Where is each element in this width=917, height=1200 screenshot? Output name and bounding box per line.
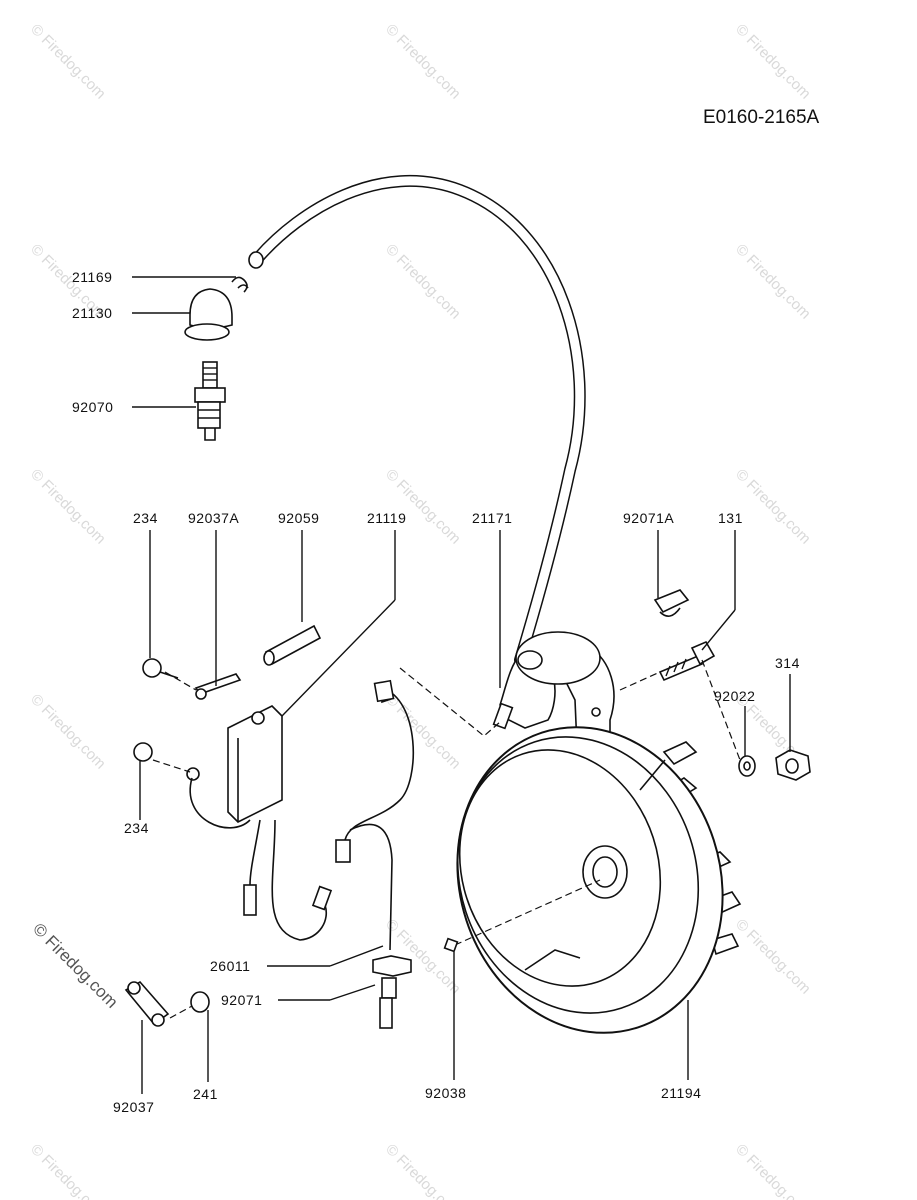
part-label-234-top: 234 bbox=[133, 510, 158, 526]
right-hardware: 92071A 131 314 92022 bbox=[619, 510, 811, 781]
watermark-prominent: © Firedog.com bbox=[29, 919, 121, 1011]
watermark: © Firedog.com bbox=[27, 21, 109, 103]
watermark-layer: © Firedog.com © Firedog.com © Firedog.co… bbox=[27, 21, 814, 1200]
ground-clip-group: 92037 241 bbox=[113, 980, 218, 1115]
watermark: © Firedog.com bbox=[732, 1141, 814, 1200]
watermark: © Firedog.com bbox=[732, 916, 814, 998]
part-label-131: 131 bbox=[718, 510, 743, 526]
part-label-241: 241 bbox=[193, 1086, 218, 1102]
flywheel-21194 bbox=[456, 726, 742, 1034]
watermark: © Firedog.com bbox=[27, 466, 109, 548]
part-label-21130: 21130 bbox=[72, 305, 112, 321]
watermark: © Firedog.com bbox=[27, 1141, 109, 1200]
part-label-92037: 92037 bbox=[113, 1099, 154, 1115]
part-label-21171: 21171 bbox=[472, 510, 512, 526]
watermark: © Firedog.com bbox=[382, 691, 464, 773]
part-label-92059: 92059 bbox=[278, 510, 319, 526]
part-label-92037A: 92037A bbox=[188, 510, 239, 526]
part-label-314: 314 bbox=[775, 655, 800, 671]
part-label-21119: 21119 bbox=[367, 510, 406, 526]
spark-plug-group: 21169 21130 92070 bbox=[72, 269, 249, 441]
watermark: © Firedog.com bbox=[27, 691, 109, 773]
cap-base bbox=[184, 323, 230, 341]
diagram-code: E0160-2165A bbox=[703, 107, 820, 128]
part-label-26011: 26011 bbox=[210, 958, 250, 974]
watermark: © Firedog.com bbox=[382, 1141, 464, 1200]
part-label-21169: 21169 bbox=[72, 269, 112, 285]
ignition-lead-21171 bbox=[248, 175, 586, 666]
ignition-module-group: 234 92037A 92059 21119 21171 234 26011 9… bbox=[124, 510, 601, 1029]
part-label-92071: 92071 bbox=[221, 992, 262, 1008]
spark-plug-92070 bbox=[194, 361, 226, 441]
part-label-92022: 92022 bbox=[714, 688, 755, 704]
clip-21169 bbox=[231, 276, 249, 293]
watermark: © Firedog.com bbox=[732, 241, 814, 323]
part-label-92071A: 92071A bbox=[623, 510, 674, 526]
flywheel-key-group: 92038 bbox=[425, 937, 466, 1101]
part-label-21194: 21194 bbox=[661, 1085, 701, 1101]
watermark: © Firedog.com bbox=[382, 21, 464, 103]
watermark: © Firedog.com bbox=[732, 466, 814, 548]
part-label-92038: 92038 bbox=[425, 1085, 466, 1101]
watermark: © Firedog.com bbox=[732, 21, 814, 103]
part-label-92070: 92070 bbox=[72, 399, 113, 415]
cap-21130 bbox=[189, 288, 233, 329]
watermark: © Firedog.com bbox=[382, 241, 464, 323]
part-label-234-bottom: 234 bbox=[124, 820, 149, 836]
